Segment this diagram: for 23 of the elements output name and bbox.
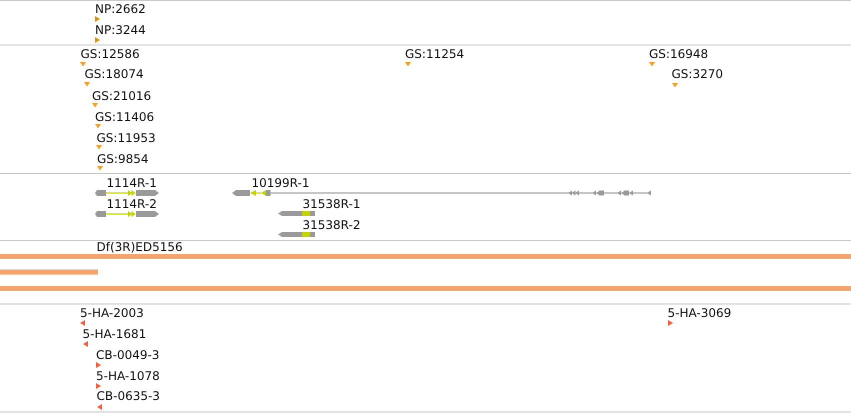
deletion-label: Df(3R)ED5156 bbox=[96, 241, 183, 254]
feature-label: GS:11406 bbox=[95, 110, 154, 124]
transcript-label: 31538R-2 bbox=[302, 218, 360, 232]
feature-label: GS:3270 bbox=[672, 67, 723, 81]
transcript-label: 10199R-1 bbox=[252, 176, 310, 190]
feature-label: 5-HA-1681 bbox=[82, 327, 146, 341]
feature-label: 5-HA-3069 bbox=[668, 306, 732, 320]
feature-label: GS:11254 bbox=[405, 46, 464, 60]
feature-label: 5-HA-2003 bbox=[80, 306, 144, 320]
feature-label: NP:2662 bbox=[95, 2, 146, 16]
transcript-label: 31538R-1 bbox=[302, 197, 360, 211]
feature-label: GS:18074 bbox=[84, 67, 144, 81]
transcript-label: 1114R-2 bbox=[106, 197, 157, 211]
feature-label: GS:9854 bbox=[97, 152, 148, 166]
feature-label: CB-0049-3 bbox=[96, 348, 160, 362]
feature-label: NP:3244 bbox=[95, 22, 146, 36]
feature-label: CB-0635-3 bbox=[96, 389, 160, 404]
feature-label: 5-HA-1078 bbox=[96, 368, 160, 383]
feature-label: GS:21016 bbox=[92, 88, 152, 102]
feature-label: GS:16948 bbox=[649, 46, 708, 60]
feature-label: GS:11953 bbox=[96, 130, 156, 144]
transcript-label: 1114R-1 bbox=[106, 176, 157, 190]
feature-label: GS:12586 bbox=[80, 46, 140, 60]
